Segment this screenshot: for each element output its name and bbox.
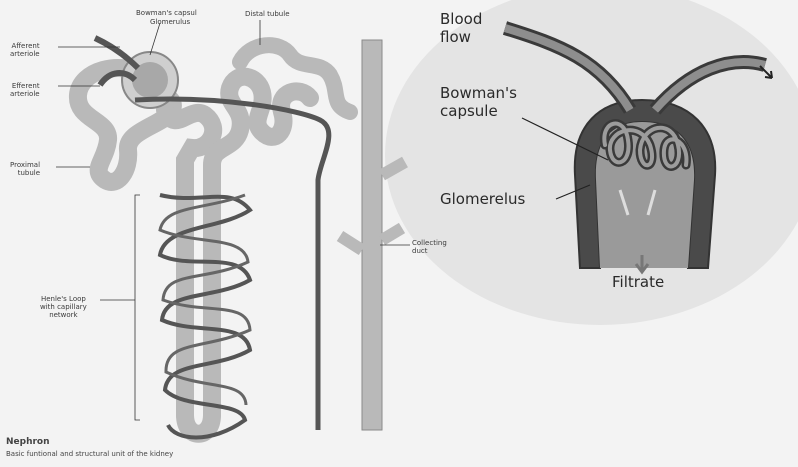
nephron-structure bbox=[56, 20, 410, 438]
henles-loop-bracket bbox=[135, 195, 140, 420]
ascending-limb bbox=[212, 77, 310, 415]
inset-glomerulus bbox=[385, 0, 798, 325]
caption-subtitle: Basic funtional and structural unit of t… bbox=[6, 450, 173, 458]
label-collecting-duct: Collecting duct bbox=[412, 239, 447, 255]
caption-title: Nephron bbox=[6, 437, 50, 447]
label-glomerulus: Glomerulus bbox=[150, 18, 190, 26]
label-glomerelus: Glomerelus bbox=[440, 190, 525, 208]
label-efferent-arteriole: Efferent arteriole bbox=[10, 82, 40, 98]
label-filtrate: Filtrate bbox=[612, 273, 664, 291]
label-proximal-tubule: Proximal tubule bbox=[10, 161, 40, 177]
label-blood-flow: Blood flow bbox=[440, 10, 482, 46]
label-afferent-arteriole: Afferent arteriole bbox=[10, 42, 40, 58]
label-bowmans-capsul: Bowman's capsul bbox=[136, 9, 197, 17]
label-distal-tubule: Distal tubule bbox=[245, 10, 290, 18]
loop-bottom bbox=[185, 415, 212, 434]
label-henles-loop: Henle's Loop with capillary network bbox=[40, 295, 87, 319]
label-bowmans-capsule: Bowman's capsule bbox=[440, 84, 517, 120]
